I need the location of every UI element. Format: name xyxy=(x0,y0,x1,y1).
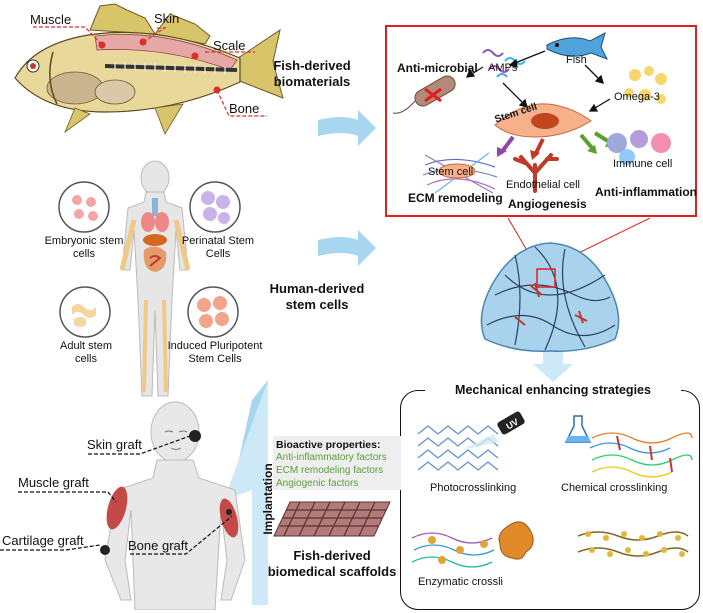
angiogenesis-label: Angiogenesis xyxy=(508,197,587,211)
arrow-to-functions xyxy=(318,110,376,146)
fish-scale-label: Scale xyxy=(213,38,246,53)
fish-bone-label: Bone xyxy=(229,101,260,116)
stem-cell-ecm-label: Stem cell xyxy=(428,166,474,178)
human-derived-stem-cells-title: Human-derived stem cells xyxy=(269,281,365,312)
anti-inflammation-label: Anti-inflammation xyxy=(595,185,697,199)
fish-derived-biomaterials-title: Fish-derived biomaterials xyxy=(273,58,351,89)
anti-microbial-label: Anti-microbial xyxy=(397,61,478,75)
embryonic-stem-cells-icon xyxy=(58,181,110,233)
bioactive-properties-title: Bioactive properties: xyxy=(276,439,381,451)
perinatal-stem-cells-icon xyxy=(189,181,241,233)
fish-skin-label: Skin xyxy=(154,11,180,26)
scaffold-illustration xyxy=(273,501,391,537)
functions-illustrations xyxy=(392,32,671,194)
omega3-label: Omega-3 xyxy=(614,91,660,103)
enzymatic-crosslinking-label: Enzymatic crossli xyxy=(418,576,503,588)
fish-functions-box xyxy=(385,25,697,217)
implantation-arrow xyxy=(224,380,268,605)
factor-anti-inflammatory: Anti-inflammatory factors xyxy=(276,452,387,463)
factor-ecm-remodeling: ECM remodeling factors xyxy=(276,465,384,476)
fish-muscle-label: Muscle xyxy=(30,12,72,27)
adult-stem-cells-icon xyxy=(59,286,111,338)
skin-graft-label: Skin graft xyxy=(87,437,142,452)
ipsc-icon xyxy=(187,286,239,338)
cartilage-graft-label: Cartilage graft xyxy=(2,533,84,548)
bioactive-properties-box xyxy=(273,436,401,490)
muscle-graft-label: Muscle graft xyxy=(18,475,89,490)
endothelial-cell-label: Endothelial cell xyxy=(506,179,580,191)
hydrogel-dome xyxy=(480,242,620,352)
strategy-illustrations xyxy=(411,411,693,568)
fish-illustration xyxy=(14,3,284,135)
mechanical-strategies-title: Mechanical enhancing strategies xyxy=(425,383,681,397)
amps-label: AMPs xyxy=(488,62,518,74)
fish-derived-scaffolds-title: Fish-derived biomedical scaffolds xyxy=(267,548,397,579)
factor-angiogenic: Angiogenic factors xyxy=(276,478,359,489)
fish-label: Fish xyxy=(566,54,587,66)
arrow-hydrogel-down xyxy=(533,352,573,382)
graft-leaders xyxy=(0,435,233,555)
ecm-remodeling-label: ECM remodeling xyxy=(408,191,503,205)
arrow-stem-cells xyxy=(318,230,376,266)
human-body-illustration xyxy=(119,160,191,397)
bone-graft-label: Bone graft xyxy=(128,538,188,553)
human-graft-illustration xyxy=(100,401,246,610)
immune-cell-label: Immune cell xyxy=(613,158,673,170)
chemical-crosslinking-label: Chemical crosslinking xyxy=(561,482,668,494)
photocrosslinking-label: Photocrosslinking xyxy=(430,482,517,494)
